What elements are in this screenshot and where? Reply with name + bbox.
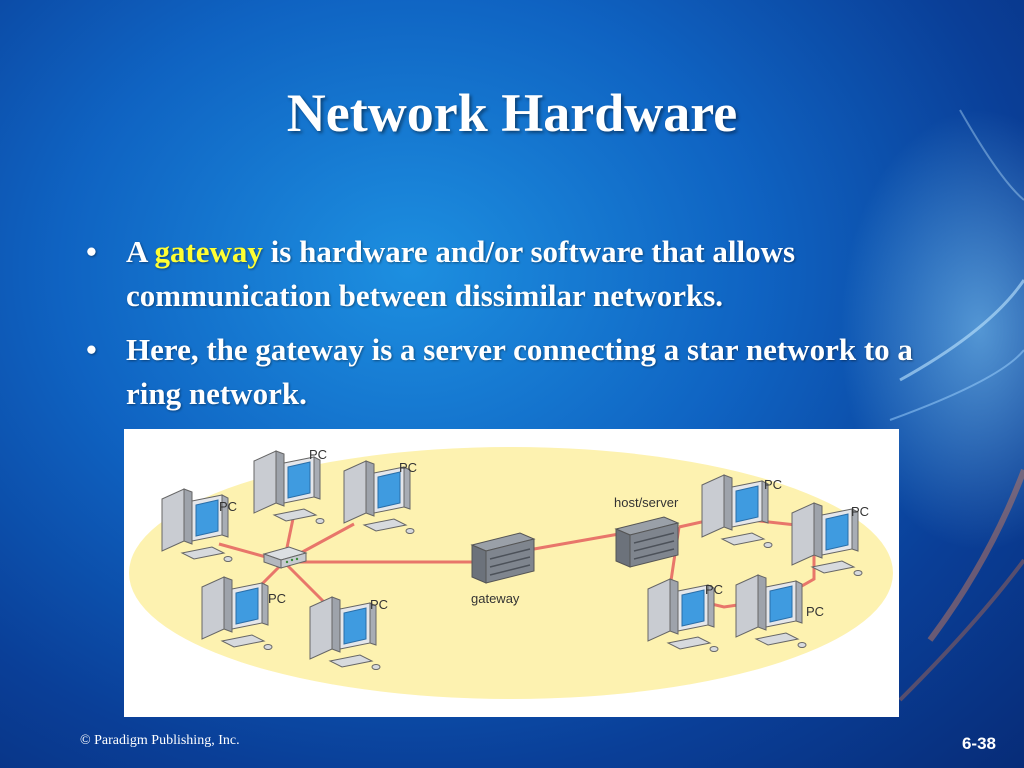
page-number: 6-38 (961, 734, 996, 753)
slide-title: Network Hardware (286, 83, 738, 143)
bullet-dot-icon: • (86, 332, 97, 367)
pc-label: PC (268, 591, 286, 606)
hub-device (262, 546, 308, 569)
bullet-dot-icon: • (86, 234, 97, 269)
pc-label: PC (309, 447, 327, 462)
pc-label: PC (764, 477, 782, 492)
network-diagram: PC PC PC PC PC gateway host/server PC PC… (124, 429, 899, 717)
bullet-text-suffix: is hardware and/or software that allows … (126, 234, 796, 313)
pc-label: PC (705, 582, 723, 597)
bullet-text: Here, the gateway is a server connecting… (126, 332, 913, 411)
copyright-footer: © Paradigm Publishing, Inc. (80, 733, 240, 748)
gateway-label: gateway (471, 591, 520, 606)
pc-label: PC (806, 604, 824, 619)
server-label: host/server (614, 495, 679, 510)
bullet-text-prefix: A (126, 234, 155, 269)
bullet-item: • A gateway is hardware and/or software … (82, 230, 952, 318)
highlighted-term: gateway (154, 234, 263, 269)
bullet-item: • Here, the gateway is a server connecti… (82, 328, 952, 416)
pc-label: PC (851, 504, 869, 519)
network-diagram-svg: PC PC PC PC PC gateway host/server PC PC… (129, 447, 893, 699)
pc-label: PC (219, 499, 237, 514)
pc-label: PC (370, 597, 388, 612)
bullet-list: • A gateway is hardware and/or software … (82, 230, 952, 426)
pc-label: PC (399, 460, 417, 475)
